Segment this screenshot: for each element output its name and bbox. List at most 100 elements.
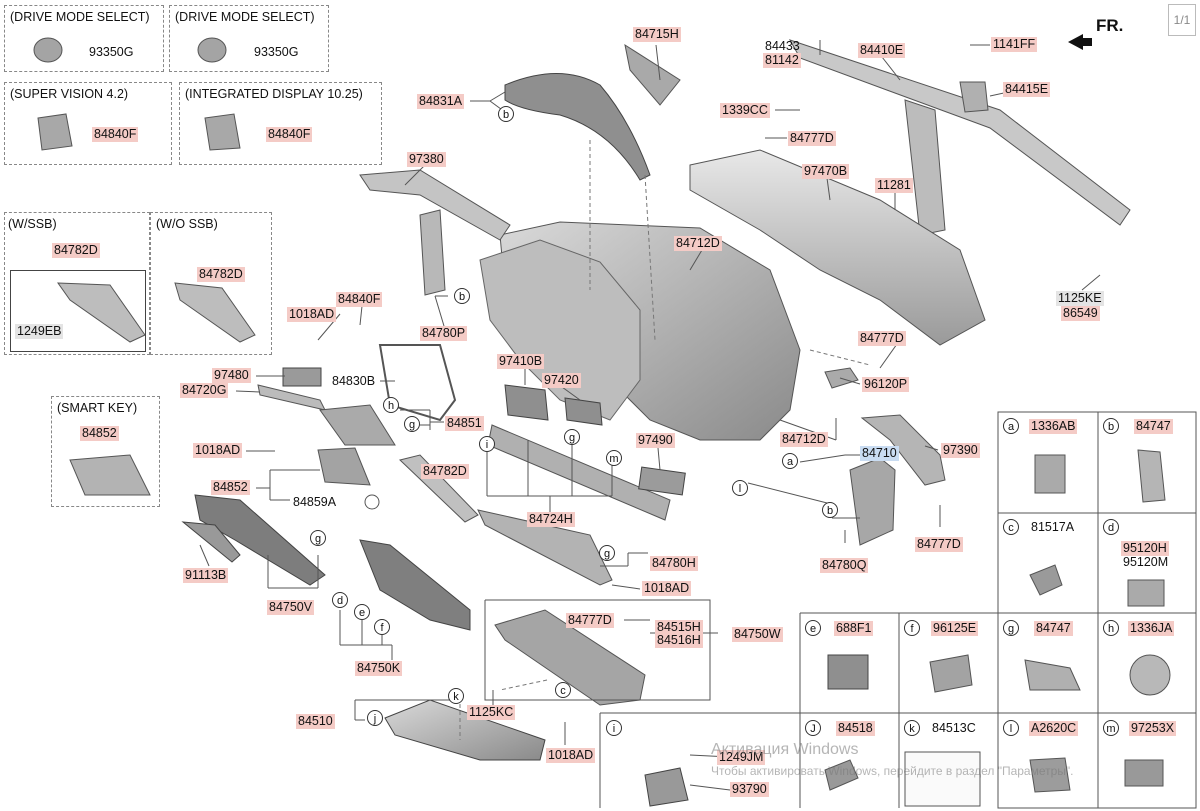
variant-label: (INTEGRATED DISPLAY 10.25) [185, 87, 363, 101]
legend-letter: h [1103, 620, 1119, 636]
part-number: 84433 [765, 39, 800, 53]
ref-circle-b: b [454, 288, 470, 304]
part-number: 84410E [858, 43, 906, 58]
ref-circle-d: d [332, 592, 348, 608]
part-number: 93790 [730, 782, 769, 797]
clip-688f1-icon [827, 654, 869, 690]
screw-81517a-icon [1029, 564, 1063, 596]
ssb-garnish-icon [57, 282, 146, 343]
part-number: 84750K [355, 661, 403, 676]
part-number: 1018AD [287, 307, 337, 322]
part-number: 97410B [497, 354, 545, 369]
pin-96125e-icon [929, 654, 973, 693]
ref-circle-a: a [782, 453, 798, 469]
part-number: 1125KC [467, 705, 516, 720]
display-bracket-icon [37, 113, 73, 151]
part-number: 97490 [636, 433, 675, 448]
socket-93790-icon [644, 767, 689, 807]
part-number: 97380 [407, 152, 446, 167]
vent-97410b-shape [504, 384, 549, 421]
part-number: 84715H [633, 27, 681, 42]
garnish-84780h-shape [477, 509, 613, 586]
panel-84851-shape [319, 404, 396, 446]
front-arrow-icon [1068, 34, 1092, 50]
drive-mode-knob-icon [33, 37, 63, 63]
part-number: 84782D [52, 243, 100, 258]
ref-circle-k: k [448, 688, 464, 704]
legend-part: 96125E [931, 621, 979, 636]
legend-letter: a [1003, 418, 1019, 434]
part-number: 1018AD [193, 443, 243, 458]
vent-97490-shape [638, 466, 686, 496]
part-number: 84830B [332, 374, 376, 388]
duct-97470b-shape [689, 149, 986, 346]
part-number: 84840F [92, 127, 139, 142]
part-number: 84859A [293, 495, 337, 509]
part-number: 84515H [655, 620, 703, 635]
panel-84750v-shape [194, 494, 326, 586]
part-number: 84852 [80, 426, 119, 441]
ref-circle-g: g [599, 545, 615, 561]
legend-letter: g [1003, 620, 1019, 636]
part-number: 84851 [445, 416, 484, 431]
ref-circle-b: b [822, 502, 838, 518]
part-number: 84415E [1003, 82, 1051, 97]
cluster-hood-shape [378, 344, 457, 422]
part-number: 1249EB [15, 324, 64, 339]
ref-circle-m: m [606, 450, 622, 466]
switch-97480-shape [282, 367, 322, 387]
panel-84852-shape [317, 447, 371, 486]
variant-label: (DRIVE MODE SELECT) [10, 10, 150, 24]
part-number: 84780Q [820, 558, 869, 573]
ref-circle-l: l [732, 480, 748, 496]
part-number: 84724H [527, 512, 575, 527]
part-number: 93350G [254, 45, 299, 59]
part-number: 84780P [420, 326, 468, 341]
part-number: 97470B [802, 164, 850, 179]
activation-watermark-text: Чтобы активировать Windows, перейдите в … [711, 764, 1074, 778]
clip-84747-g-icon [1024, 659, 1081, 691]
part-number: 84840F [266, 127, 313, 142]
part-number: 84831A [417, 94, 465, 109]
legend-part: A2620C [1029, 721, 1079, 736]
part-number: 84777D [566, 613, 614, 628]
variant-box-w-ssb [4, 212, 150, 355]
part-number: 86549 [1061, 306, 1100, 321]
label-84513c-icon [904, 751, 981, 807]
no-ssb-garnish-icon [174, 282, 256, 343]
glovebox-84510-shape [384, 699, 546, 761]
connector-95120h-icon [1127, 579, 1165, 607]
variant-label: (SMART KEY) [57, 401, 138, 415]
variant-box-drive-mode-2 [169, 5, 329, 72]
ref-circle-g: g [310, 530, 326, 546]
part-number: 1339CC [720, 103, 770, 118]
variant-label: (DRIVE MODE SELECT) [175, 10, 315, 24]
front-direction-label: FR. [1096, 16, 1124, 35]
part-number: 1125KE [1056, 291, 1104, 306]
part-number: 1018AD [546, 748, 596, 763]
part-number: 84712D [780, 432, 828, 447]
part-number: 96120P [862, 377, 910, 392]
legend-part: 84747 [1034, 621, 1073, 636]
panel-84780q-shape [849, 457, 896, 546]
ref-circle-f: f [374, 619, 390, 635]
legend-letter: i [606, 720, 622, 736]
clip-1336ja-icon [1129, 654, 1171, 696]
variant-box-drive-mode-1 [4, 5, 164, 72]
part-number: 93350G [89, 45, 134, 59]
legend-letter: f [904, 620, 920, 636]
display-bracket-icon-2 [204, 113, 241, 151]
legend-part: 95120M [1123, 555, 1169, 569]
ref-circle-i: i [479, 436, 495, 452]
cover-84715h-shape [624, 43, 681, 106]
ref-circle-c: c [555, 682, 571, 698]
part-number: 84777D [788, 131, 836, 146]
bracket-84415e-shape [959, 81, 989, 113]
clip-97253x-icon [1124, 759, 1164, 787]
clip-1336ab-icon [1034, 454, 1066, 494]
part-number: 84750V [267, 600, 315, 615]
part-number: 84712D [674, 236, 722, 251]
activation-watermark-title: Активация Windows [711, 741, 859, 758]
legend-letter: m [1103, 720, 1119, 736]
